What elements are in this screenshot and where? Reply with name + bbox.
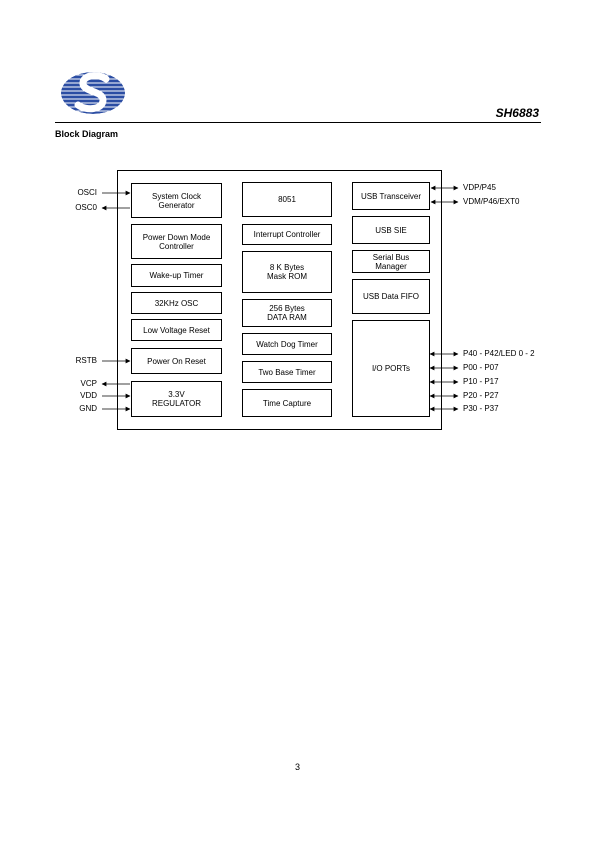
- wakeup-timer-block: Wake-up Timer: [131, 264, 222, 287]
- osc-32khz-block: 32KHz OSC: [131, 292, 222, 314]
- usb-transceiver-block: USB Transceiver: [352, 182, 430, 210]
- usb-data-fifo-block: USB Data FIFO: [352, 279, 430, 314]
- pin-rstb: RSTB: [75, 356, 97, 365]
- pin-p10: P10 - P17: [463, 377, 499, 386]
- pin-osci: OSCI: [77, 188, 97, 197]
- two-base-timer-block: Two Base Timer: [242, 361, 332, 383]
- pin-vdp: VDP/P45: [463, 183, 496, 192]
- serial-bus-manager-block: Serial Bus Manager: [352, 250, 430, 273]
- pin-p20: P20 - P27: [463, 391, 499, 400]
- power-down-block: Power Down Mode Controller: [131, 224, 222, 259]
- pin-vcp: VCP: [80, 379, 97, 388]
- low-voltage-reset-block: Low Voltage Reset: [131, 319, 222, 341]
- page-number: 3: [294, 762, 300, 772]
- data-ram-block: 256 Bytes DATA RAM: [242, 299, 332, 327]
- usb-sie-block: USB SIE: [352, 216, 430, 244]
- cpu-8051-block: 8051: [242, 182, 332, 217]
- interrupt-controller-block: Interrupt Controller: [242, 224, 332, 245]
- power-on-reset-block: Power On Reset: [131, 348, 222, 374]
- header-rule: [55, 122, 541, 123]
- pin-vdm: VDM/P46/EXT0: [463, 197, 520, 206]
- io-ports-block: I/O PORTs: [352, 320, 430, 417]
- pin-p40: P40 - P42/LED 0 - 2: [463, 349, 535, 358]
- pin-vdd: VDD: [80, 391, 97, 400]
- company-logo: [61, 72, 125, 114]
- pin-p00: P00 - P07: [463, 363, 499, 372]
- pin-p30: P30 - P37: [463, 404, 499, 413]
- mask-rom-block: 8 K Bytes Mask ROM: [242, 251, 332, 293]
- pin-gnd: GND: [79, 404, 97, 413]
- chip-boundary: [117, 170, 442, 430]
- regulator-block: 3.3V REGULATOR: [131, 381, 222, 417]
- system-clock-block: System Clock Generator: [131, 183, 222, 218]
- watchdog-timer-block: Watch Dog Timer: [242, 333, 332, 355]
- section-title: Block Diagram: [55, 129, 119, 139]
- time-capture-block: Time Capture: [242, 389, 332, 417]
- part-number: SH6883: [495, 106, 539, 120]
- pin-osco: OSC0: [75, 203, 97, 212]
